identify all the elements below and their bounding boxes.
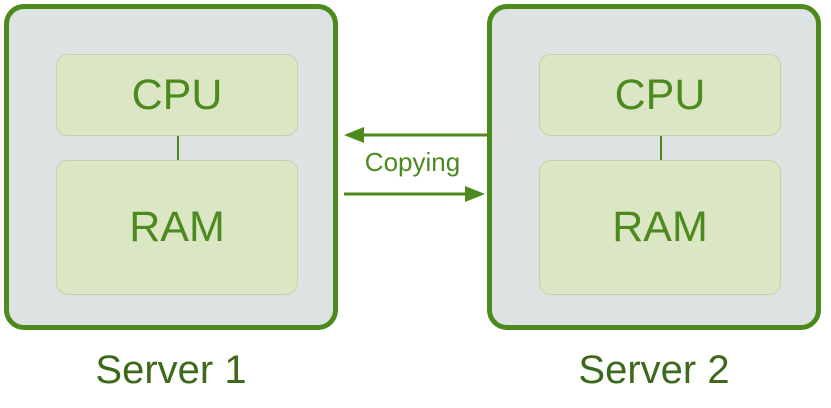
- arrow-left-to-server-1: [344, 127, 487, 143]
- server-1-label: Server 1: [95, 348, 247, 392]
- server-2-cpu-ram-connector: [660, 136, 662, 160]
- server-2-label: Server 2: [578, 348, 730, 392]
- server-2-ram-box: RAM: [539, 160, 781, 295]
- server-1-box: CPU RAM: [4, 4, 338, 330]
- server-2-box: CPU RAM: [487, 4, 821, 330]
- server-1-cpu-ram-connector: [177, 136, 179, 160]
- server-1-cpu-label: CPU: [131, 70, 223, 119]
- arrow-right-to-server-2: [344, 186, 485, 202]
- copy-arrows: [344, 127, 487, 202]
- server-2-ram-label: RAM: [612, 203, 708, 251]
- server-2-cpu-box: CPU: [539, 54, 781, 136]
- server-2-cpu-label: CPU: [614, 70, 706, 119]
- server-1-cpu-box: CPU: [56, 54, 298, 136]
- server-1-ram-box: RAM: [56, 160, 298, 295]
- server-1-ram-label: RAM: [129, 203, 225, 251]
- copying-label: Copying: [364, 147, 461, 177]
